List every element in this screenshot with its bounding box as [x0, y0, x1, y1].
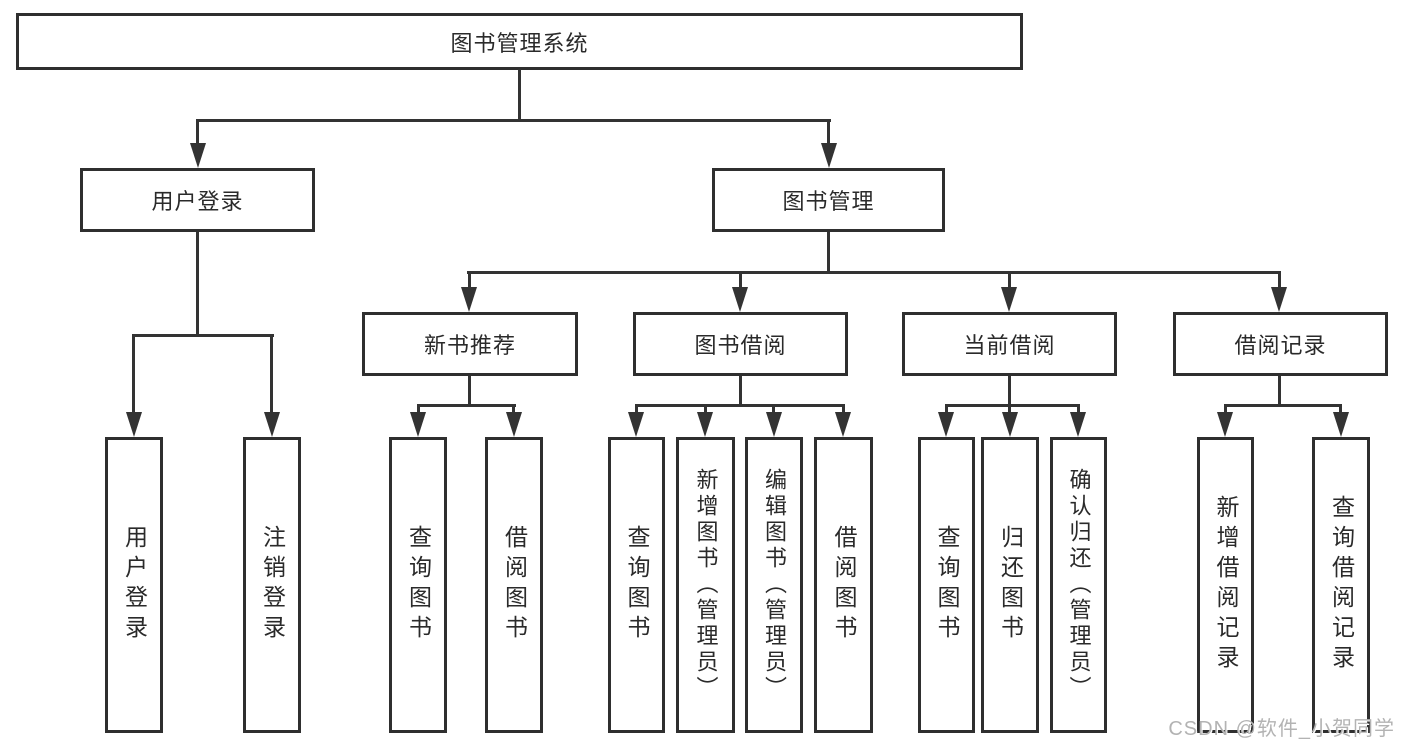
arrow-down-icon: [506, 412, 522, 437]
connector-line: [467, 271, 1281, 274]
connector-line: [133, 334, 274, 337]
connector-line: [704, 404, 707, 415]
leaf-add-books-admin: 新增图书（管理员）: [676, 437, 735, 733]
arrow-down-icon: [1001, 287, 1017, 312]
leaf-borrowing-borrow-books: 借阅图书: [814, 437, 873, 733]
connector-line: [468, 271, 471, 291]
node-book-management: 图书管理: [712, 168, 945, 232]
node-borrowing-records: 借阅记录: [1173, 312, 1388, 376]
arrow-down-icon: [461, 287, 477, 312]
leaf-confirm-return-admin: 确认归还（管理员）: [1050, 437, 1107, 733]
connector-line: [945, 404, 948, 415]
arrow-down-icon: [1333, 412, 1349, 437]
leaf-user-login: 用户登录: [105, 437, 163, 733]
node-book-borrowing: 图书借阅: [633, 312, 848, 376]
leaf-recommend-borrow-books: 借阅图书: [485, 437, 543, 733]
arrow-down-icon: [264, 412, 280, 437]
arrow-down-icon: [835, 412, 851, 437]
connector-line: [1224, 404, 1341, 407]
arrow-down-icon: [1217, 412, 1233, 437]
connector-line: [945, 404, 1078, 407]
connector-line: [417, 404, 420, 415]
connector-line: [1224, 404, 1227, 415]
connector-line: [739, 376, 742, 407]
arrow-down-icon: [732, 287, 748, 312]
csdn-watermark: CSDN @软件_小贺同学: [1168, 718, 1395, 740]
leaf-edit-books-admin: 编辑图书（管理员）: [745, 437, 803, 733]
connector-line: [512, 404, 515, 415]
connector-line: [196, 119, 199, 146]
connector-line: [1008, 271, 1011, 291]
node-library-management-system: 图书管理系统: [16, 13, 1023, 70]
arrow-down-icon: [766, 412, 782, 437]
arrow-down-icon: [697, 412, 713, 437]
arrow-down-icon: [1070, 412, 1086, 437]
arrow-down-icon: [1271, 287, 1287, 312]
arrow-down-icon: [190, 143, 206, 168]
arrow-down-icon: [126, 412, 142, 437]
connector-line: [1077, 404, 1080, 415]
connector-line: [1339, 404, 1342, 415]
connector-line: [197, 119, 831, 122]
arrow-down-icon: [1002, 412, 1018, 437]
connector-line: [132, 334, 135, 416]
connector-line: [1008, 404, 1011, 415]
arrow-down-icon: [628, 412, 644, 437]
leaf-borrowing-query-books: 查询图书: [608, 437, 665, 733]
leaf-current-query-books: 查询图书: [918, 437, 975, 733]
leaf-query-borrow-record: 查询借阅记录: [1312, 437, 1370, 733]
connector-line: [827, 232, 830, 274]
connector-line: [1008, 376, 1011, 407]
arrow-down-icon: [410, 412, 426, 437]
leaf-return-books: 归还图书: [981, 437, 1039, 733]
connector-line: [772, 404, 775, 415]
leaf-logout: 注销登录: [243, 437, 301, 733]
leaf-recommend-query-books: 查询图书: [389, 437, 447, 733]
connector-line: [468, 376, 471, 407]
node-new-book-recommendation: 新书推荐: [362, 312, 578, 376]
connector-line: [1278, 376, 1281, 407]
connector-line: [827, 119, 830, 146]
connector-line: [842, 404, 845, 415]
connector-line: [196, 232, 199, 337]
connector-line: [635, 404, 844, 407]
arrow-down-icon: [938, 412, 954, 437]
node-current-borrowing: 当前借阅: [902, 312, 1117, 376]
connector-line: [518, 69, 521, 121]
connector-line: [270, 334, 273, 416]
leaf-add-borrow-record: 新增借阅记录: [1197, 437, 1254, 733]
connector-line: [635, 404, 638, 415]
connector-line: [417, 404, 516, 407]
connector-line: [1278, 271, 1281, 291]
connector-line: [739, 271, 742, 291]
arrow-down-icon: [821, 143, 837, 168]
node-user-login: 用户登录: [80, 168, 315, 232]
